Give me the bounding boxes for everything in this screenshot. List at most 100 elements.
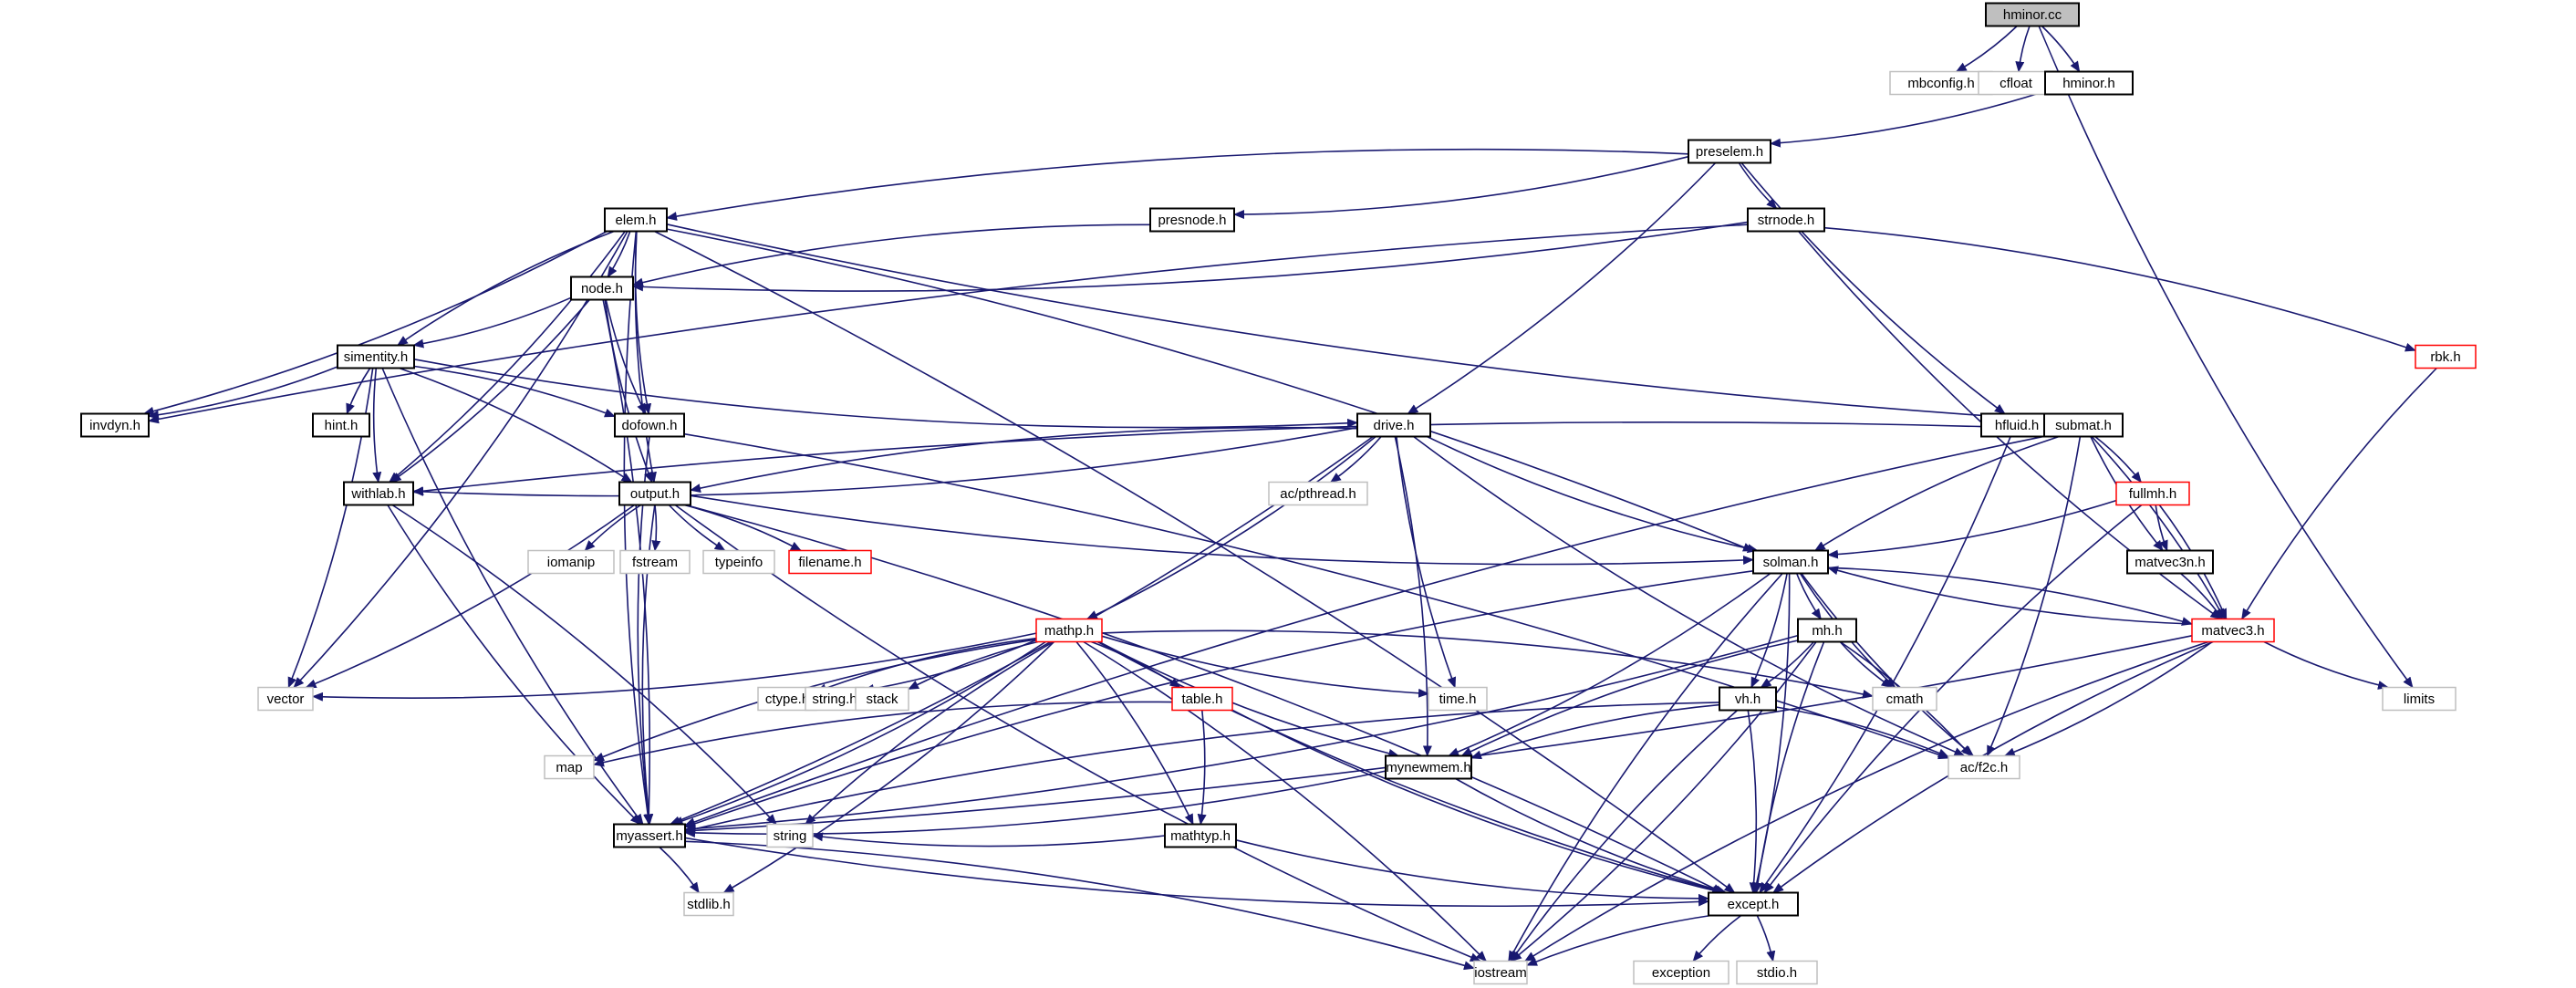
node-label: solman.h (1763, 555, 1819, 570)
node-fullmh-h[interactable]: fullmh.h (2115, 481, 2190, 506)
edge-except-h-to-exception (1692, 914, 1742, 962)
edge-strnode-h-to-node-h (632, 221, 1749, 292)
edge-myassert-h-to-except-h (684, 837, 1709, 908)
node-box (1268, 481, 1368, 506)
edge-hfluid-h-to-except-h (1759, 436, 2011, 894)
node-mathtyp-h[interactable]: mathtyp.h (1164, 823, 1237, 848)
node-box (614, 412, 685, 438)
node-ac-f2c-h[interactable]: ac/f2c.h (1948, 754, 2020, 780)
node-label: hminor.h (2062, 76, 2115, 91)
node-submat-h[interactable]: submat.h (2043, 412, 2124, 438)
node-label: cfloat (2000, 76, 2033, 91)
edge-mynewmem-h-to-except-h (1455, 777, 1728, 895)
node-mbconfig-h[interactable]: mbconfig.h (1889, 70, 1993, 96)
node-iostream[interactable]: iostream (1473, 960, 1528, 985)
node-typeinfo[interactable]: typeinfo (702, 549, 775, 575)
node-box (2415, 344, 2477, 369)
node-cmath[interactable]: cmath (1872, 686, 1937, 712)
node-output-h[interactable]: output.h (618, 481, 691, 506)
node-mynewmem-h[interactable]: mynewmem.h (1385, 754, 1472, 780)
edge-mathp-h-to-time-h (1101, 635, 1429, 698)
node-cfloat[interactable]: cfloat (1978, 70, 2054, 96)
node-vector[interactable]: vector (257, 686, 314, 712)
node-matvec3-h[interactable]: matvec3.h (2191, 618, 2275, 643)
node-hminor-cc[interactable]: hminor.cc (1985, 2, 2080, 27)
edge-solman-h-to-vh-h (1750, 573, 1788, 689)
edge-solman-h-to-myassert-h (684, 570, 1754, 828)
node-ac-pthread-h[interactable]: ac/pthread.h (1268, 481, 1368, 506)
edge-node-h-to-withlab-h (390, 298, 591, 484)
edge-output-h-to-typeinfo (668, 504, 726, 552)
node-fstream[interactable]: fstream (619, 549, 691, 575)
node-label: preselem.h (1696, 144, 1763, 160)
node-iomanip[interactable]: iomanip (527, 549, 615, 575)
node-dofown-h[interactable]: dofown.h (614, 412, 685, 438)
edge-node-h-to-simentity-h (412, 296, 572, 348)
edge-preselem-h-to-drive-h (1407, 161, 1717, 415)
node-mathp-h[interactable]: mathp.h (1035, 618, 1103, 643)
edge-output-h-to-fstream (651, 504, 661, 552)
node-elem-h[interactable]: elem.h (604, 207, 668, 233)
node-presnode-h[interactable]: presnode.h (1149, 207, 1235, 233)
node-filename-h[interactable]: filename.h (788, 549, 872, 575)
node-label: hint.h (325, 418, 358, 433)
node-label: map (556, 760, 582, 775)
node-box (2043, 412, 2124, 438)
node-box (1164, 823, 1237, 848)
nodes-layer: hminor.cc mbconfig.h cfloat hminor.h presele… (80, 2, 2477, 985)
edge-mh-h-to-vh-h (1760, 640, 1815, 689)
node-limits[interactable]: limits (2382, 686, 2457, 712)
node-box (80, 412, 150, 438)
node-solman-h[interactable]: solman.h (1752, 549, 1829, 575)
node-label: matvec3n.h (2135, 555, 2206, 570)
node-string[interactable]: string (766, 823, 814, 848)
edge-mathp-h-to-table-h (1091, 640, 1181, 689)
node-vh-h[interactable]: vh.h (1719, 686, 1777, 712)
edge-strnode-h-to-invdyn-h (148, 224, 1749, 424)
node-withlab-h[interactable]: withlab.h (343, 481, 414, 506)
node-node-h[interactable]: node.h (570, 276, 634, 301)
node-matvec3n-h[interactable]: matvec3n.h (2126, 549, 2214, 575)
node-box (312, 412, 370, 438)
node-mh-h[interactable]: mh.h (1797, 618, 1857, 643)
edge-solman-h-to-mh-h (1795, 573, 1822, 620)
node-except-h[interactable]: except.h (1708, 891, 1799, 917)
node-box (683, 891, 734, 917)
node-strnode-h[interactable]: strnode.h (1747, 207, 1825, 233)
edge-mh-h-to-cmath (1839, 640, 1893, 689)
edge-simentity-h-to-dofown-h (413, 365, 616, 418)
node-preselem-h[interactable]: preselem.h (1688, 139, 1771, 164)
edge-table-h-to-except-h (1231, 709, 1724, 895)
node-stdlib-h[interactable]: stdlib.h (683, 891, 734, 917)
edge-drive-h-to-ac-pthread-h (1329, 435, 1382, 484)
node-myassert-h[interactable]: myassert.h (613, 823, 686, 848)
node-box (527, 549, 615, 575)
node-simentity-h[interactable]: simentity.h (337, 344, 415, 369)
edge-preselem-h-to-hfluid-h (1740, 161, 2006, 415)
edge-myassert-h-to-iostream (684, 840, 1475, 971)
node-time-h[interactable]: time.h (1428, 686, 1488, 712)
node-label: simentity.h (344, 349, 409, 365)
node-hint-h[interactable]: hint.h (312, 412, 370, 438)
edge-mathp-h-to-myassert-h (671, 640, 1046, 826)
node-label: vh.h (1735, 692, 1761, 707)
node-box (1978, 70, 2054, 96)
edge-withlab-h-to-myassert-h (387, 504, 641, 826)
node-label: elem.h (615, 213, 656, 228)
edge-preselem-h-to-elem-h (666, 148, 1689, 221)
edge-elem-h-to-solman-h (666, 228, 1754, 552)
node-invdyn-h[interactable]: invdyn.h (80, 412, 150, 438)
node-hminor-h[interactable]: hminor.h (2044, 70, 2134, 96)
edge-preselem-h-to-presnode-h (1233, 155, 1689, 220)
node-label: cmath (1886, 692, 1924, 707)
node-drive-h[interactable]: drive.h (1356, 412, 1431, 438)
node-hfluid-h[interactable]: hfluid.h (1980, 412, 2053, 438)
node-exception[interactable]: exception (1633, 960, 1729, 985)
edge-fullmh-h-to-solman-h (1827, 499, 2117, 559)
node-rbk-h[interactable]: rbk.h (2415, 344, 2477, 369)
node-table-h[interactable]: table.h (1171, 686, 1233, 712)
node-label: invdyn.h (89, 418, 140, 433)
node-stdio-h[interactable]: stdio.h (1736, 960, 1818, 985)
node-stack[interactable]: stack (855, 686, 909, 712)
node-map[interactable]: map (544, 754, 595, 780)
